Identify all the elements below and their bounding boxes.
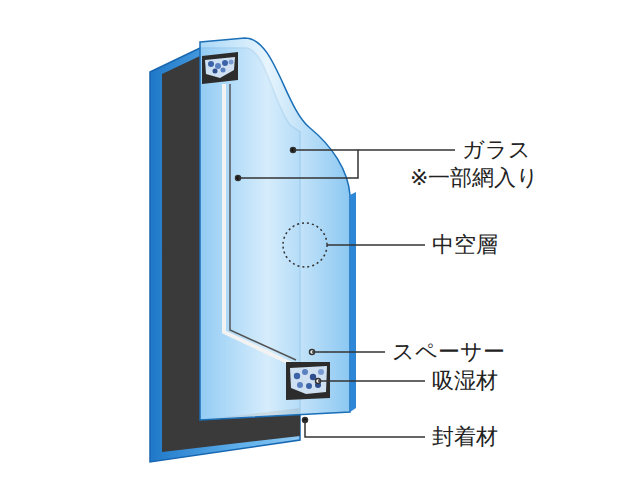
spacer-edge (230, 84, 296, 360)
glass-edge (350, 192, 356, 412)
note-label: ※一部網入り (410, 165, 539, 190)
part-label: ガラス (462, 137, 531, 162)
spacer (224, 84, 296, 366)
part-label: 中空層 (432, 232, 498, 257)
part-label: 封着材 (432, 424, 498, 449)
leader-lines (236, 148, 456, 438)
part-label: スペーサー (392, 339, 505, 364)
part-label: 吸湿材 (432, 368, 498, 393)
front-glass (200, 38, 350, 420)
desiccant-top (202, 52, 238, 84)
